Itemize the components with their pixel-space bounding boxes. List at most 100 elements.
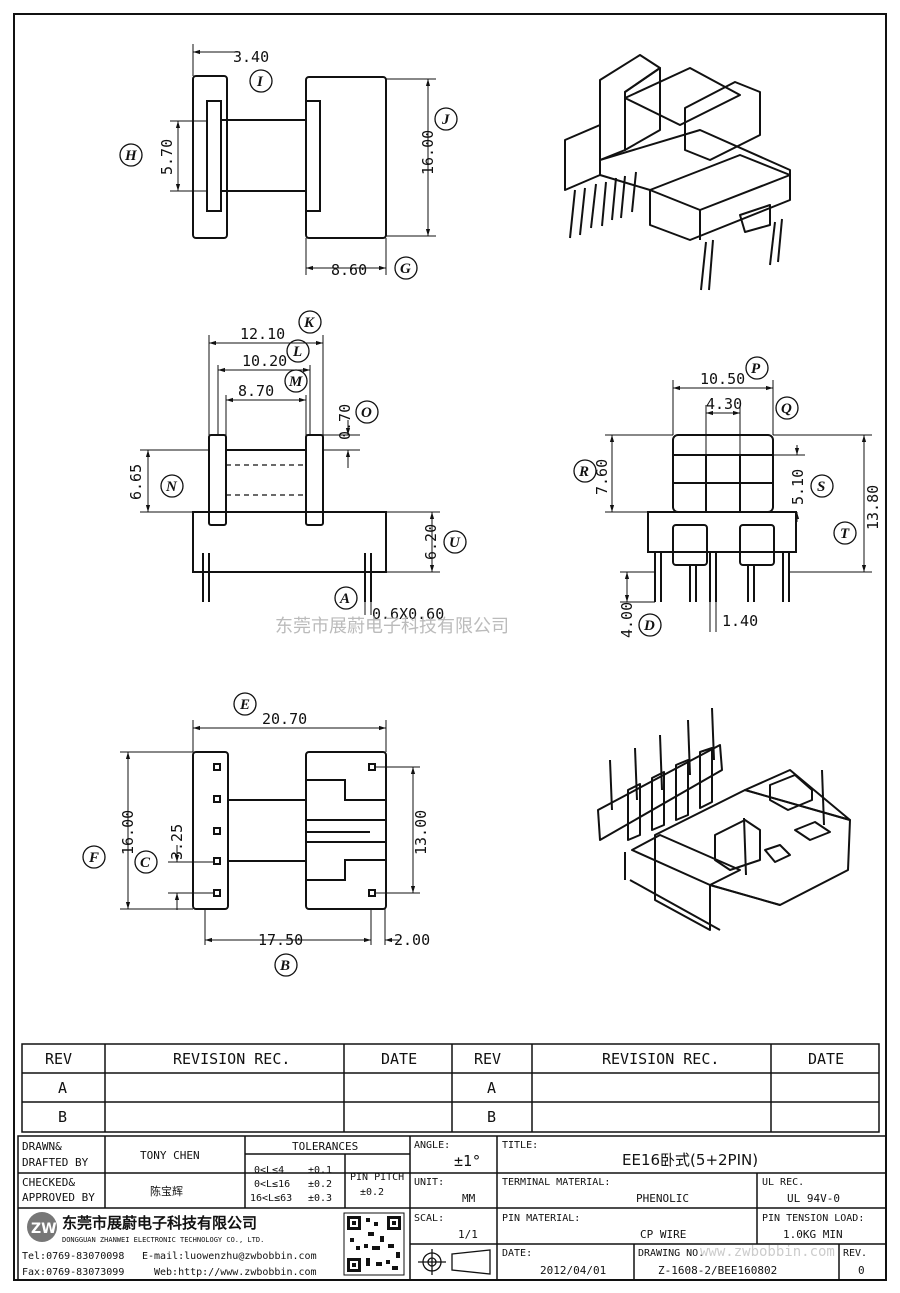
circle-label-u: U bbox=[443, 530, 467, 554]
rev-label: REV. bbox=[843, 1248, 867, 1259]
pin-pitch-value: ±0.2 bbox=[360, 1187, 384, 1198]
svg-text:I: I bbox=[256, 74, 264, 90]
circle-label-d: D bbox=[638, 613, 662, 637]
dim-4-30: 4.30 bbox=[706, 395, 742, 413]
scal-label: SCAL: bbox=[414, 1213, 444, 1224]
pin-tension-value: 1.0KG MIN bbox=[783, 1228, 843, 1241]
terminal-material-value: PHENOLIC bbox=[636, 1192, 689, 1205]
svg-text:S: S bbox=[817, 479, 825, 495]
dim-6-65: 6.65 bbox=[127, 464, 145, 500]
front-view bbox=[605, 380, 872, 632]
svg-text:J: J bbox=[441, 112, 450, 128]
dim-5-70: 5.70 bbox=[158, 139, 176, 175]
drawing-no-value: Z-1608-2/BEE160802 bbox=[658, 1264, 777, 1277]
circle-label-f: F bbox=[82, 845, 106, 869]
company-fax: Fax:0769-83073099 bbox=[22, 1267, 124, 1278]
circle-label-b: B bbox=[274, 953, 298, 977]
angle-label: ANGLE: bbox=[414, 1140, 450, 1151]
tol-row-2-range: 0<L≤16 bbox=[254, 1179, 290, 1190]
dim-5-10: 5.10 bbox=[789, 469, 807, 505]
tol-row-3-range: 16<L≤63 bbox=[250, 1193, 292, 1204]
angle-value: ±1° bbox=[454, 1152, 481, 1170]
circle-label-a: A bbox=[334, 586, 358, 610]
svg-text:H: H bbox=[124, 148, 138, 164]
circle-label-s: S bbox=[810, 474, 834, 498]
svg-text:C: C bbox=[140, 855, 151, 871]
pin-material-value: CP WIRE bbox=[640, 1228, 686, 1241]
dim-7-60: 7.60 bbox=[593, 459, 611, 495]
pin-material-label: PIN MATERIAL: bbox=[502, 1213, 580, 1224]
dim-4-00: 4.00 bbox=[618, 602, 636, 638]
circle-label-k: K bbox=[298, 310, 322, 334]
dim-13-80: 13.80 bbox=[864, 485, 882, 530]
circle-label-r: R bbox=[573, 459, 597, 483]
rev-value: 0 bbox=[858, 1264, 865, 1277]
isometric-view-top bbox=[564, 54, 791, 291]
dim-8-60: 8.60 bbox=[331, 261, 367, 279]
drawn-value: TONY CHEN bbox=[140, 1149, 200, 1162]
rev-row-b-right: B bbox=[487, 1108, 496, 1126]
circle-label-q: Q bbox=[775, 396, 799, 420]
svg-text:L: L bbox=[292, 344, 302, 360]
tol-row-3-value: ±0.3 bbox=[308, 1193, 332, 1204]
pin-pitch-label: PIN PITCH bbox=[350, 1172, 404, 1183]
svg-text:R: R bbox=[578, 464, 589, 480]
bottom-view bbox=[120, 720, 420, 945]
side-view bbox=[140, 335, 440, 615]
svg-text:Q: Q bbox=[781, 401, 792, 417]
pin-tension-label: PIN TENSION LOAD: bbox=[762, 1213, 864, 1224]
dim-3-40: 3.40 bbox=[233, 48, 269, 66]
circle-label-i: I bbox=[249, 69, 273, 93]
svg-text:O: O bbox=[361, 405, 372, 421]
rev-header-6: DATE bbox=[808, 1050, 844, 1068]
dim-1-40: 1.40 bbox=[722, 612, 758, 630]
svg-text:E: E bbox=[239, 697, 250, 713]
svg-text:F: F bbox=[88, 850, 99, 866]
circle-label-c: C bbox=[134, 850, 158, 874]
svg-text:N: N bbox=[165, 479, 178, 495]
scal-value: 1/1 bbox=[458, 1228, 478, 1241]
circle-label-l: L bbox=[286, 339, 310, 363]
svg-text:D: D bbox=[643, 618, 655, 634]
company-logo: ZW bbox=[27, 1212, 57, 1242]
company-name-cn: 东莞市展蔚电子科技有限公司 bbox=[62, 1214, 257, 1232]
dim-0-6x0-60: 0.6X0.60 bbox=[372, 605, 444, 623]
date-label: DATE: bbox=[502, 1248, 532, 1259]
tol-row-2-value: ±0.2 bbox=[308, 1179, 332, 1190]
rev-header-3: DATE bbox=[381, 1050, 417, 1068]
rev-header-5: REVISION REC. bbox=[602, 1050, 719, 1068]
dim-6-20: 6.20 bbox=[422, 524, 440, 560]
svg-text:B: B bbox=[279, 958, 290, 974]
drawing-no-label: DRAWING NO. bbox=[638, 1248, 704, 1259]
circle-label-t: T bbox=[833, 521, 857, 545]
rev-header-1: REV bbox=[45, 1050, 72, 1068]
unit-value: MM bbox=[462, 1192, 476, 1205]
company-name-en: DONGGUAN ZHANWEI ELECTRONIC TECHNOLOGY C… bbox=[62, 1236, 264, 1244]
dim-0-70: 0.70 bbox=[336, 404, 354, 440]
svg-text:U: U bbox=[449, 535, 461, 551]
svg-text:ZW: ZW bbox=[31, 1221, 57, 1237]
sheet-border bbox=[13, 13, 887, 1281]
terminal-material-label: TERMINAL MATERIAL: bbox=[502, 1177, 610, 1188]
title-value: EE16卧式(5+2PIN) bbox=[622, 1151, 758, 1169]
drawn-label-1: DRAWN& bbox=[22, 1140, 62, 1153]
circle-label-j: J bbox=[434, 107, 458, 131]
circle-label-o: O bbox=[355, 400, 379, 424]
isometric-view-bottom bbox=[597, 707, 851, 931]
checked-label-1: CHECKED& bbox=[22, 1176, 75, 1189]
circle-label-e: E bbox=[233, 692, 257, 716]
rev-row-b-left: B bbox=[58, 1108, 67, 1126]
svg-text:P: P bbox=[751, 361, 761, 377]
unit-label: UNIT: bbox=[414, 1177, 444, 1188]
svg-text:K: K bbox=[303, 315, 315, 331]
company-email: E-mail:luowenzhu@zwbobbin.com bbox=[142, 1251, 317, 1262]
watermark-company: 东莞市展蔚电子科技有限公司 bbox=[275, 616, 509, 637]
svg-text:G: G bbox=[400, 261, 411, 277]
circle-label-m: M bbox=[284, 369, 308, 393]
rev-header-2: REVISION REC. bbox=[173, 1050, 290, 1068]
dim-8-70: 8.70 bbox=[238, 382, 274, 400]
dim-16-00-bottom: 16.00 bbox=[119, 810, 137, 855]
svg-text:M: M bbox=[288, 374, 303, 390]
ul-rec-value: UL 94V-0 bbox=[787, 1192, 840, 1205]
